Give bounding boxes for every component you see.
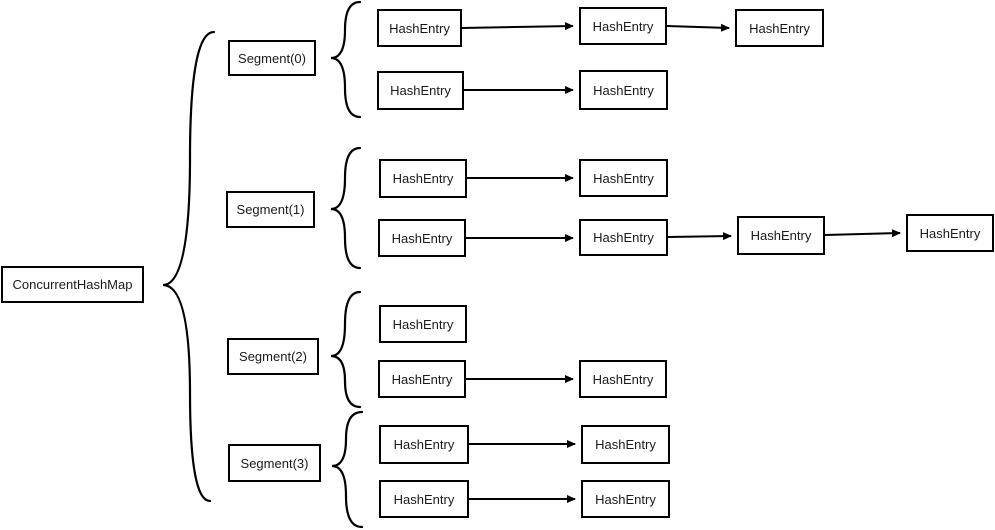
hashentry-box: HashEntry bbox=[579, 159, 668, 197]
segment-1-brace bbox=[330, 146, 362, 270]
arrow bbox=[824, 229, 901, 238]
hashentry-box: HashEntry bbox=[579, 360, 667, 398]
segment-3-brace bbox=[331, 410, 364, 529]
segment-1-box: Segment(1) bbox=[226, 191, 315, 228]
hashentry-box: HashEntry bbox=[906, 214, 994, 252]
hashentry-box: HashEntry bbox=[378, 219, 466, 257]
segment-2-box: Segment(2) bbox=[227, 338, 319, 375]
hashentry-box: HashEntry bbox=[581, 425, 670, 464]
hashentry-box: HashEntry bbox=[379, 159, 467, 198]
concurrenthashmap-box: ConcurrentHashMap bbox=[1, 266, 144, 303]
arrow bbox=[666, 23, 730, 32]
hashentry-box: HashEntry bbox=[377, 9, 462, 47]
arrow bbox=[667, 232, 732, 241]
hashentry-box: HashEntry bbox=[379, 480, 469, 518]
hashentry-box: HashEntry bbox=[579, 219, 668, 256]
hashentry-box: HashEntry bbox=[379, 425, 469, 464]
segment-0-brace bbox=[330, 0, 362, 119]
segment-0-box: Segment(0) bbox=[228, 40, 316, 76]
segment-3-box: Segment(3) bbox=[228, 444, 321, 482]
hashentry-box: HashEntry bbox=[581, 480, 670, 518]
hashentry-box: HashEntry bbox=[378, 360, 466, 398]
segment-2-brace bbox=[330, 290, 362, 409]
hashentry-box: HashEntry bbox=[377, 71, 464, 110]
hashentry-box: HashEntry bbox=[379, 305, 467, 343]
hashentry-box: HashEntry bbox=[737, 216, 825, 255]
hashentry-box: HashEntry bbox=[579, 70, 668, 110]
hashentry-box: HashEntry bbox=[579, 7, 667, 45]
arrow bbox=[461, 22, 574, 31]
root-brace bbox=[162, 30, 216, 503]
hashentry-box: HashEntry bbox=[735, 9, 824, 47]
